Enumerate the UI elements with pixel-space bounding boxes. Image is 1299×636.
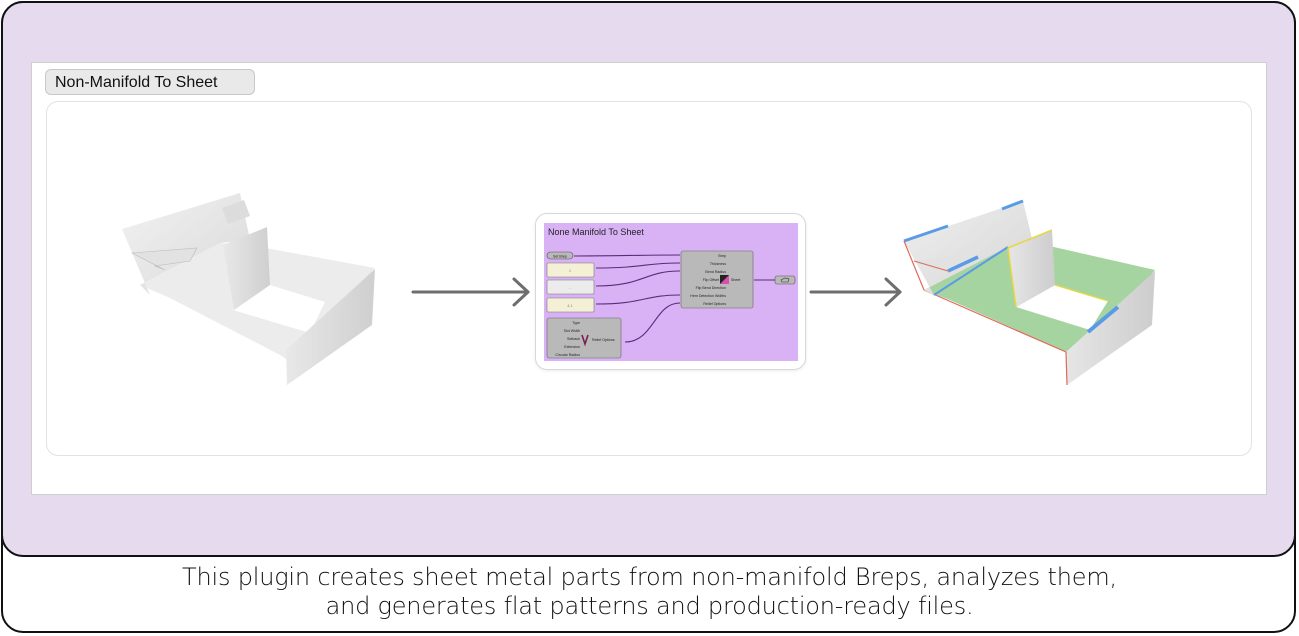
sheet-param-icon xyxy=(780,277,790,283)
output-center-wall xyxy=(1008,230,1055,307)
number-slider-3[interactable]: 4.1 xyxy=(546,297,595,313)
relief-icon xyxy=(581,334,589,347)
brep-param-label: Set Brep xyxy=(553,255,567,259)
sheet-metal-icon xyxy=(720,275,729,284)
wires xyxy=(573,254,775,343)
bend-top-tab xyxy=(1001,199,1024,211)
output-back-wall xyxy=(904,201,1033,295)
bend-top-left xyxy=(903,224,949,243)
output-model-image xyxy=(903,199,1155,386)
bend-front-blue xyxy=(1086,305,1120,334)
svg-text:1: 1 xyxy=(569,268,572,273)
number-slider-1[interactable]: 1 xyxy=(546,262,595,278)
output-front-wall xyxy=(1066,271,1155,385)
svg-text:Brep: Brep xyxy=(718,254,726,258)
non-manifold-to-sheet-component[interactable]: Brep Thickness Bend Radius Flip Offset F… xyxy=(680,250,754,309)
grasshopper-definition-image: None Manifold To Sheet Set Brep 1 ... xyxy=(535,213,806,370)
edge-left-red xyxy=(903,240,925,291)
sheet-output-param[interactable] xyxy=(774,275,796,285)
svg-text:Circular Radius: Circular Radius xyxy=(555,353,580,357)
svg-text:Bend Radius: Bend Radius xyxy=(705,270,726,274)
tab-non-manifold-to-sheet[interactable]: Non-Manifold To Sheet xyxy=(45,69,255,95)
model-front-wall xyxy=(286,269,375,385)
grasshopper-canvas: None Manifold To Sheet Set Brep 1 ... xyxy=(544,223,798,361)
svg-text:Extension: Extension xyxy=(564,345,580,349)
relief-options-component[interactable]: Type Slot Width Setback Extension Circul… xyxy=(546,317,622,359)
number-slider-2[interactable]: ... xyxy=(546,279,595,295)
output-shelf xyxy=(914,251,980,275)
model-center-wall xyxy=(223,227,270,310)
svg-text:Slot Width: Slot Width xyxy=(564,329,580,333)
brep-param[interactable]: Set Brep xyxy=(546,251,574,260)
svg-text:Thickness: Thickness xyxy=(710,262,726,266)
arrow-right-icon-2 xyxy=(809,277,902,307)
bend-shelf-blue xyxy=(947,255,979,273)
model-shelf xyxy=(130,247,198,271)
svg-text:Sheet: Sheet xyxy=(731,278,740,282)
grasshopper-group-title: None Manifold To Sheet xyxy=(548,227,644,237)
svg-text:Relief Options: Relief Options xyxy=(703,302,726,306)
description-caption: This plugin creates sheet metal parts fr… xyxy=(0,563,1299,621)
model-top-tab xyxy=(222,200,250,224)
arrow-right-icon xyxy=(411,277,530,307)
edge-shelf-red xyxy=(913,260,949,272)
svg-text:Setback: Setback xyxy=(567,337,580,341)
svg-text:Relief Options: Relief Options xyxy=(592,338,615,342)
svg-text:Hem Detection Widths: Hem Detection Widths xyxy=(690,294,726,298)
caption-line-2: and generates flat patterns and producti… xyxy=(325,592,974,620)
svg-text:Type: Type xyxy=(572,321,580,325)
caption-line-1: This plugin creates sheet metal parts fr… xyxy=(182,563,1117,591)
bend-base-blue xyxy=(933,246,1009,296)
svg-text:4.1: 4.1 xyxy=(567,303,573,308)
model-back-wall xyxy=(122,193,250,295)
edge-front-red xyxy=(1065,351,1068,386)
svg-text:Flip Offset: Flip Offset xyxy=(703,278,719,282)
input-model-image xyxy=(122,193,375,385)
svg-text:Flip Bend Direction: Flip Bend Direction xyxy=(696,286,726,290)
edge-center-yellow xyxy=(1007,229,1053,308)
svg-text:...: ... xyxy=(568,285,571,290)
